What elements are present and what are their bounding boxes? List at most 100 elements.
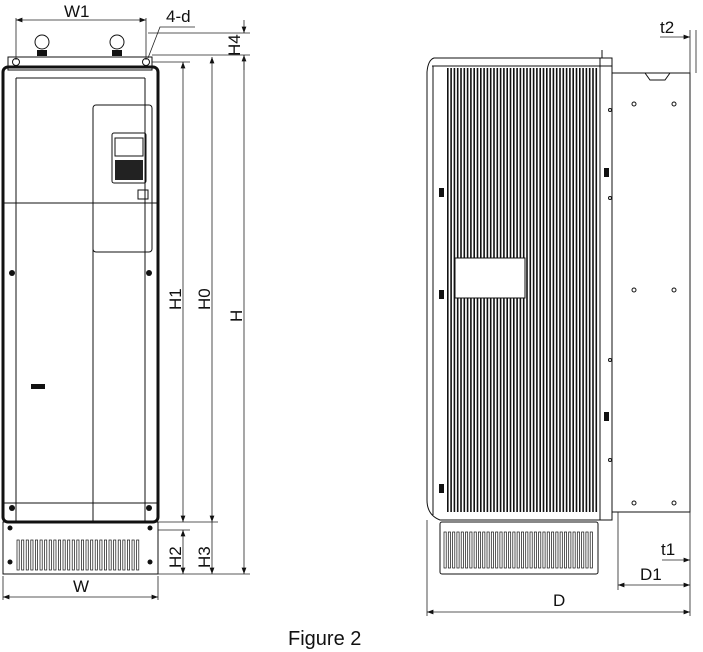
louver-slot: [585, 531, 589, 569]
louver-slot: [48, 539, 52, 571]
heatsink-fin: [582, 68, 584, 512]
dim-h3-label: H3: [195, 546, 214, 568]
front-view: [1, 34, 160, 575]
dim-h2-label: H2: [166, 546, 185, 568]
dim-d1-label: D1: [640, 565, 662, 584]
hole-icon: [608, 101, 677, 506]
louver-slot: [589, 531, 593, 569]
heatsink-fin: [569, 68, 571, 512]
dim-h1-label: H1: [166, 288, 185, 310]
heatsink-fin: [585, 68, 588, 512]
screw-icon: [9, 270, 152, 511]
heatsink-fin: [453, 68, 456, 512]
louver-slot: [16, 539, 20, 571]
dim-h-label: H: [227, 310, 246, 322]
heatsink-fin: [588, 68, 591, 512]
louver-slot: [521, 531, 524, 569]
louver-slot: [486, 531, 490, 569]
louver-slot: [25, 539, 29, 571]
louver-slot: [499, 531, 503, 569]
dim-t2-label: t2: [660, 18, 674, 37]
heatsink-fin: [447, 68, 449, 512]
louver-slot: [538, 531, 542, 569]
louver-slot: [30, 539, 34, 571]
louver-slot: [117, 539, 121, 571]
mounting-bracket: [612, 72, 691, 513]
louver-slot: [546, 531, 550, 569]
louver-slot: [122, 539, 126, 571]
heatsink-fin: [552, 68, 555, 512]
louver-vents: [443, 531, 593, 569]
dim-h0-label: H0: [195, 288, 214, 310]
louver-slot: [76, 539, 80, 571]
heatsink-fin: [536, 68, 538, 512]
louver-slot: [516, 531, 520, 569]
louver-slot: [443, 531, 447, 569]
side-view: [426, 50, 691, 575]
louver-slot: [62, 539, 66, 571]
louver-slot: [529, 531, 533, 569]
front-dimensions: W1 4-d H4 H1 H0 H H2 H3 W: [2, 2, 250, 600]
louver-slot: [447, 531, 451, 569]
heatsink-fin: [539, 68, 541, 512]
louver-slot: [94, 539, 98, 571]
louver-slot: [85, 539, 89, 571]
heatsink-fin: [555, 68, 558, 512]
louver-slot: [460, 531, 464, 569]
heatsink-fin: [526, 68, 528, 512]
louver-slot: [39, 539, 43, 571]
side-dimensions: t2 t1 D1 D: [426, 18, 697, 616]
side-body: [426, 57, 613, 521]
louver-slot: [113, 539, 117, 571]
eyebolt-icon: [34, 34, 125, 56]
louver-slot: [71, 539, 75, 571]
screw-icon: [7, 525, 153, 565]
louver-slot: [104, 539, 107, 571]
dim-d-label: D: [553, 591, 565, 610]
heatsink-fin: [575, 68, 578, 512]
louver-slot: [108, 539, 112, 571]
louver-slot: [21, 539, 25, 571]
louver-vents: [16, 539, 140, 571]
dim-w-label: W: [73, 577, 89, 596]
louver-slot: [469, 531, 473, 569]
dim-w1-label: W1: [64, 2, 90, 21]
heatsink-fin: [546, 68, 548, 512]
louver-slot: [482, 531, 486, 569]
louver-slot: [542, 531, 546, 569]
heatsink-fin: [572, 68, 574, 512]
louver-slot: [35, 539, 38, 571]
louver-slot: [512, 531, 516, 569]
louver-slot: [503, 531, 507, 569]
nameplate: [454, 257, 526, 299]
mounting-hole-icon: [12, 58, 150, 66]
louver-slot: [490, 531, 494, 569]
louver-slot: [465, 531, 469, 569]
louver-slot: [127, 539, 130, 571]
heatsink-fin: [542, 68, 545, 512]
heatsink-fin: [579, 68, 581, 512]
louver-slot: [136, 539, 140, 571]
keypad-cover: [92, 104, 153, 253]
louver-slot: [555, 531, 559, 569]
louver-slot: [559, 531, 563, 569]
louver-slot: [525, 531, 529, 569]
louver-slot: [576, 531, 580, 569]
louver-slot: [572, 531, 576, 569]
louver-slot: [508, 531, 512, 569]
louver-slot: [564, 531, 567, 569]
louver-slot: [131, 539, 135, 571]
front-base: [2, 521, 159, 575]
front-body: [1, 65, 160, 524]
side-base: [439, 521, 599, 575]
louver-slot: [581, 531, 585, 569]
louver-slot: [452, 531, 456, 569]
dim-h4-label: H4: [225, 34, 244, 56]
heatsink-fin: [529, 68, 532, 512]
louver-slot: [473, 531, 477, 569]
louver-slot: [568, 531, 572, 569]
louver-slot: [58, 539, 61, 571]
louver-slot: [53, 539, 57, 571]
door-handle-icon: [31, 384, 45, 389]
